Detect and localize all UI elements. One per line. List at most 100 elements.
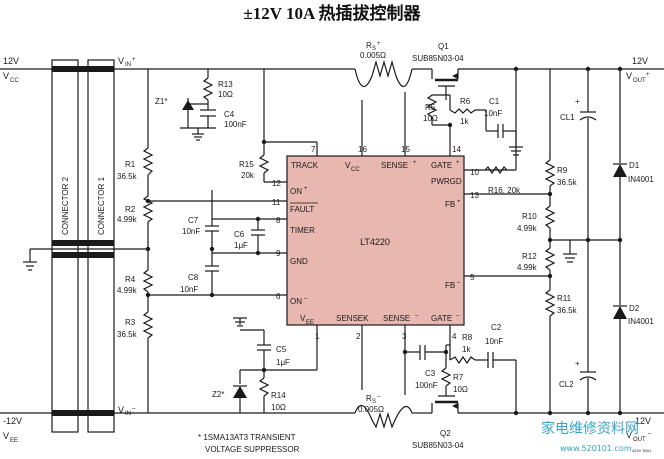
svg-text:5: 5 [470,273,475,282]
svg-text:–: – [132,406,136,412]
r10-value: 4.99k [517,224,538,233]
svg-text:S: S [372,399,376,405]
pin-sense-n-label: SENSE [383,314,410,323]
r15-resistor [258,154,270,174]
pin-pwrgd-label: PWRGD [431,177,462,186]
svg-text:16: 16 [358,145,367,154]
svg-text:7: 7 [311,145,316,154]
svg-text:–: – [377,394,381,400]
watermark-text: 家电维修资料网 [541,420,639,437]
svg-text:IN: IN [125,411,131,417]
c8-label: C8 [188,273,199,282]
z2-diode [233,386,247,398]
r11-resistor [544,289,556,317]
svg-text:–: – [457,280,461,286]
svg-text:–: – [304,296,308,302]
cl1-label: CL1 [560,113,575,122]
r2-resistor [142,195,154,223]
footnote-line-2: VOLTAGE SUPPRESSOR [205,445,300,454]
c3-label: C3 [425,369,436,378]
r5-value: 10Ω [423,114,438,123]
figure-id: 4220 TA01 [632,448,652,453]
svg-text:14: 14 [452,145,461,154]
r2-label: R2 [125,205,136,214]
pin-timer-label: TIMER [290,226,315,235]
r16-resistor [484,165,508,175]
c1-label: C1 [489,97,500,106]
vcc-left-value: 12V [3,56,19,66]
pin-vee-label: V [300,314,306,323]
r15-value: 20k [241,171,255,180]
d2-value: IN4001 [628,317,654,326]
r1-resistor [142,147,154,176]
rs-plus-label: R [366,41,372,50]
r3-value: 36.5k [117,330,138,339]
svg-text:–: – [456,313,460,319]
r1-label: R1 [125,160,136,169]
c7-value: 10nF [182,227,200,236]
r9-value: 36.5k [557,178,578,187]
z1-label: Z1* [155,97,167,106]
r13-value: 10Ω [218,90,233,99]
z2-label: Z2* [212,390,224,399]
r12-value: 4.99k [517,263,538,272]
svg-text:2: 2 [356,332,361,341]
q2-label: Q2 [440,429,451,438]
c8-value: 10nF [180,285,198,294]
cl2-capacitor [579,376,597,381]
pin-gate-n-label: GATE [431,314,452,323]
svg-text:+: + [304,186,308,192]
rs-minus-label: R [366,394,372,403]
svg-text:+: + [575,359,580,368]
r3-label: R3 [125,318,136,327]
pin-fault-label: FAULT [290,205,314,214]
c6-value: 1μF [234,241,248,250]
svg-text:10: 10 [470,168,479,177]
vee-left-value: -12V [3,416,22,426]
r14-label: R14 [271,391,286,400]
svg-text:EE: EE [10,438,18,444]
r14-value: 10Ω [271,403,286,412]
svg-text:EE: EE [306,320,314,326]
r10-resistor [544,205,556,229]
vout-plus-name: V [626,71,632,81]
q2-mosfet [425,388,480,414]
c5-label: C5 [276,345,287,354]
q1-part: SUB85N03-04 [412,54,464,63]
watermark-url: www.520101.com [560,444,632,453]
connector-1-label: CONNECTOR 1 [97,176,106,235]
c4-value: 100nF [224,120,247,129]
q1-mosfet [425,68,480,95]
pin-fb-p-label: FB [445,200,455,209]
vout-plus-value: 12V [632,56,648,66]
d1-value: IN4001 [628,175,654,184]
rs-minus-value: 0.005Ω [358,405,384,414]
d1-label: D1 [629,161,640,170]
svg-text:OUT: OUT [633,78,646,84]
r1-value: 36.5k [117,172,138,181]
r3-resistor [142,311,154,339]
pin-on-p-label: ON [290,187,302,196]
ic-body [286,155,465,326]
r13-label: R13 [218,80,233,89]
r4-label: R4 [125,275,136,284]
svg-text:13: 13 [470,191,479,200]
c1-value: 10nF [484,109,502,118]
ic-name: LT4220 [360,237,390,247]
pin-sensek-label: SENSEK [336,314,369,323]
r6-value: 1k [460,117,469,126]
c2-value: 10nF [485,337,503,346]
svg-text:6: 6 [276,292,281,301]
r12-resistor [544,247,556,271]
c2-label: C2 [491,323,502,332]
d1-diode [613,164,627,177]
pin-gate-p-label: GATE [431,161,452,170]
pin-vcc-label: V [345,161,351,170]
r2-value: 4.99k [117,215,138,224]
c4-label: C4 [224,110,235,119]
vin-minus-label: V [118,405,124,415]
pin-gnd-label: GND [290,257,308,266]
r6-label: R6 [460,97,471,106]
svg-text:+: + [457,199,461,205]
svg-text:+: + [377,41,381,47]
